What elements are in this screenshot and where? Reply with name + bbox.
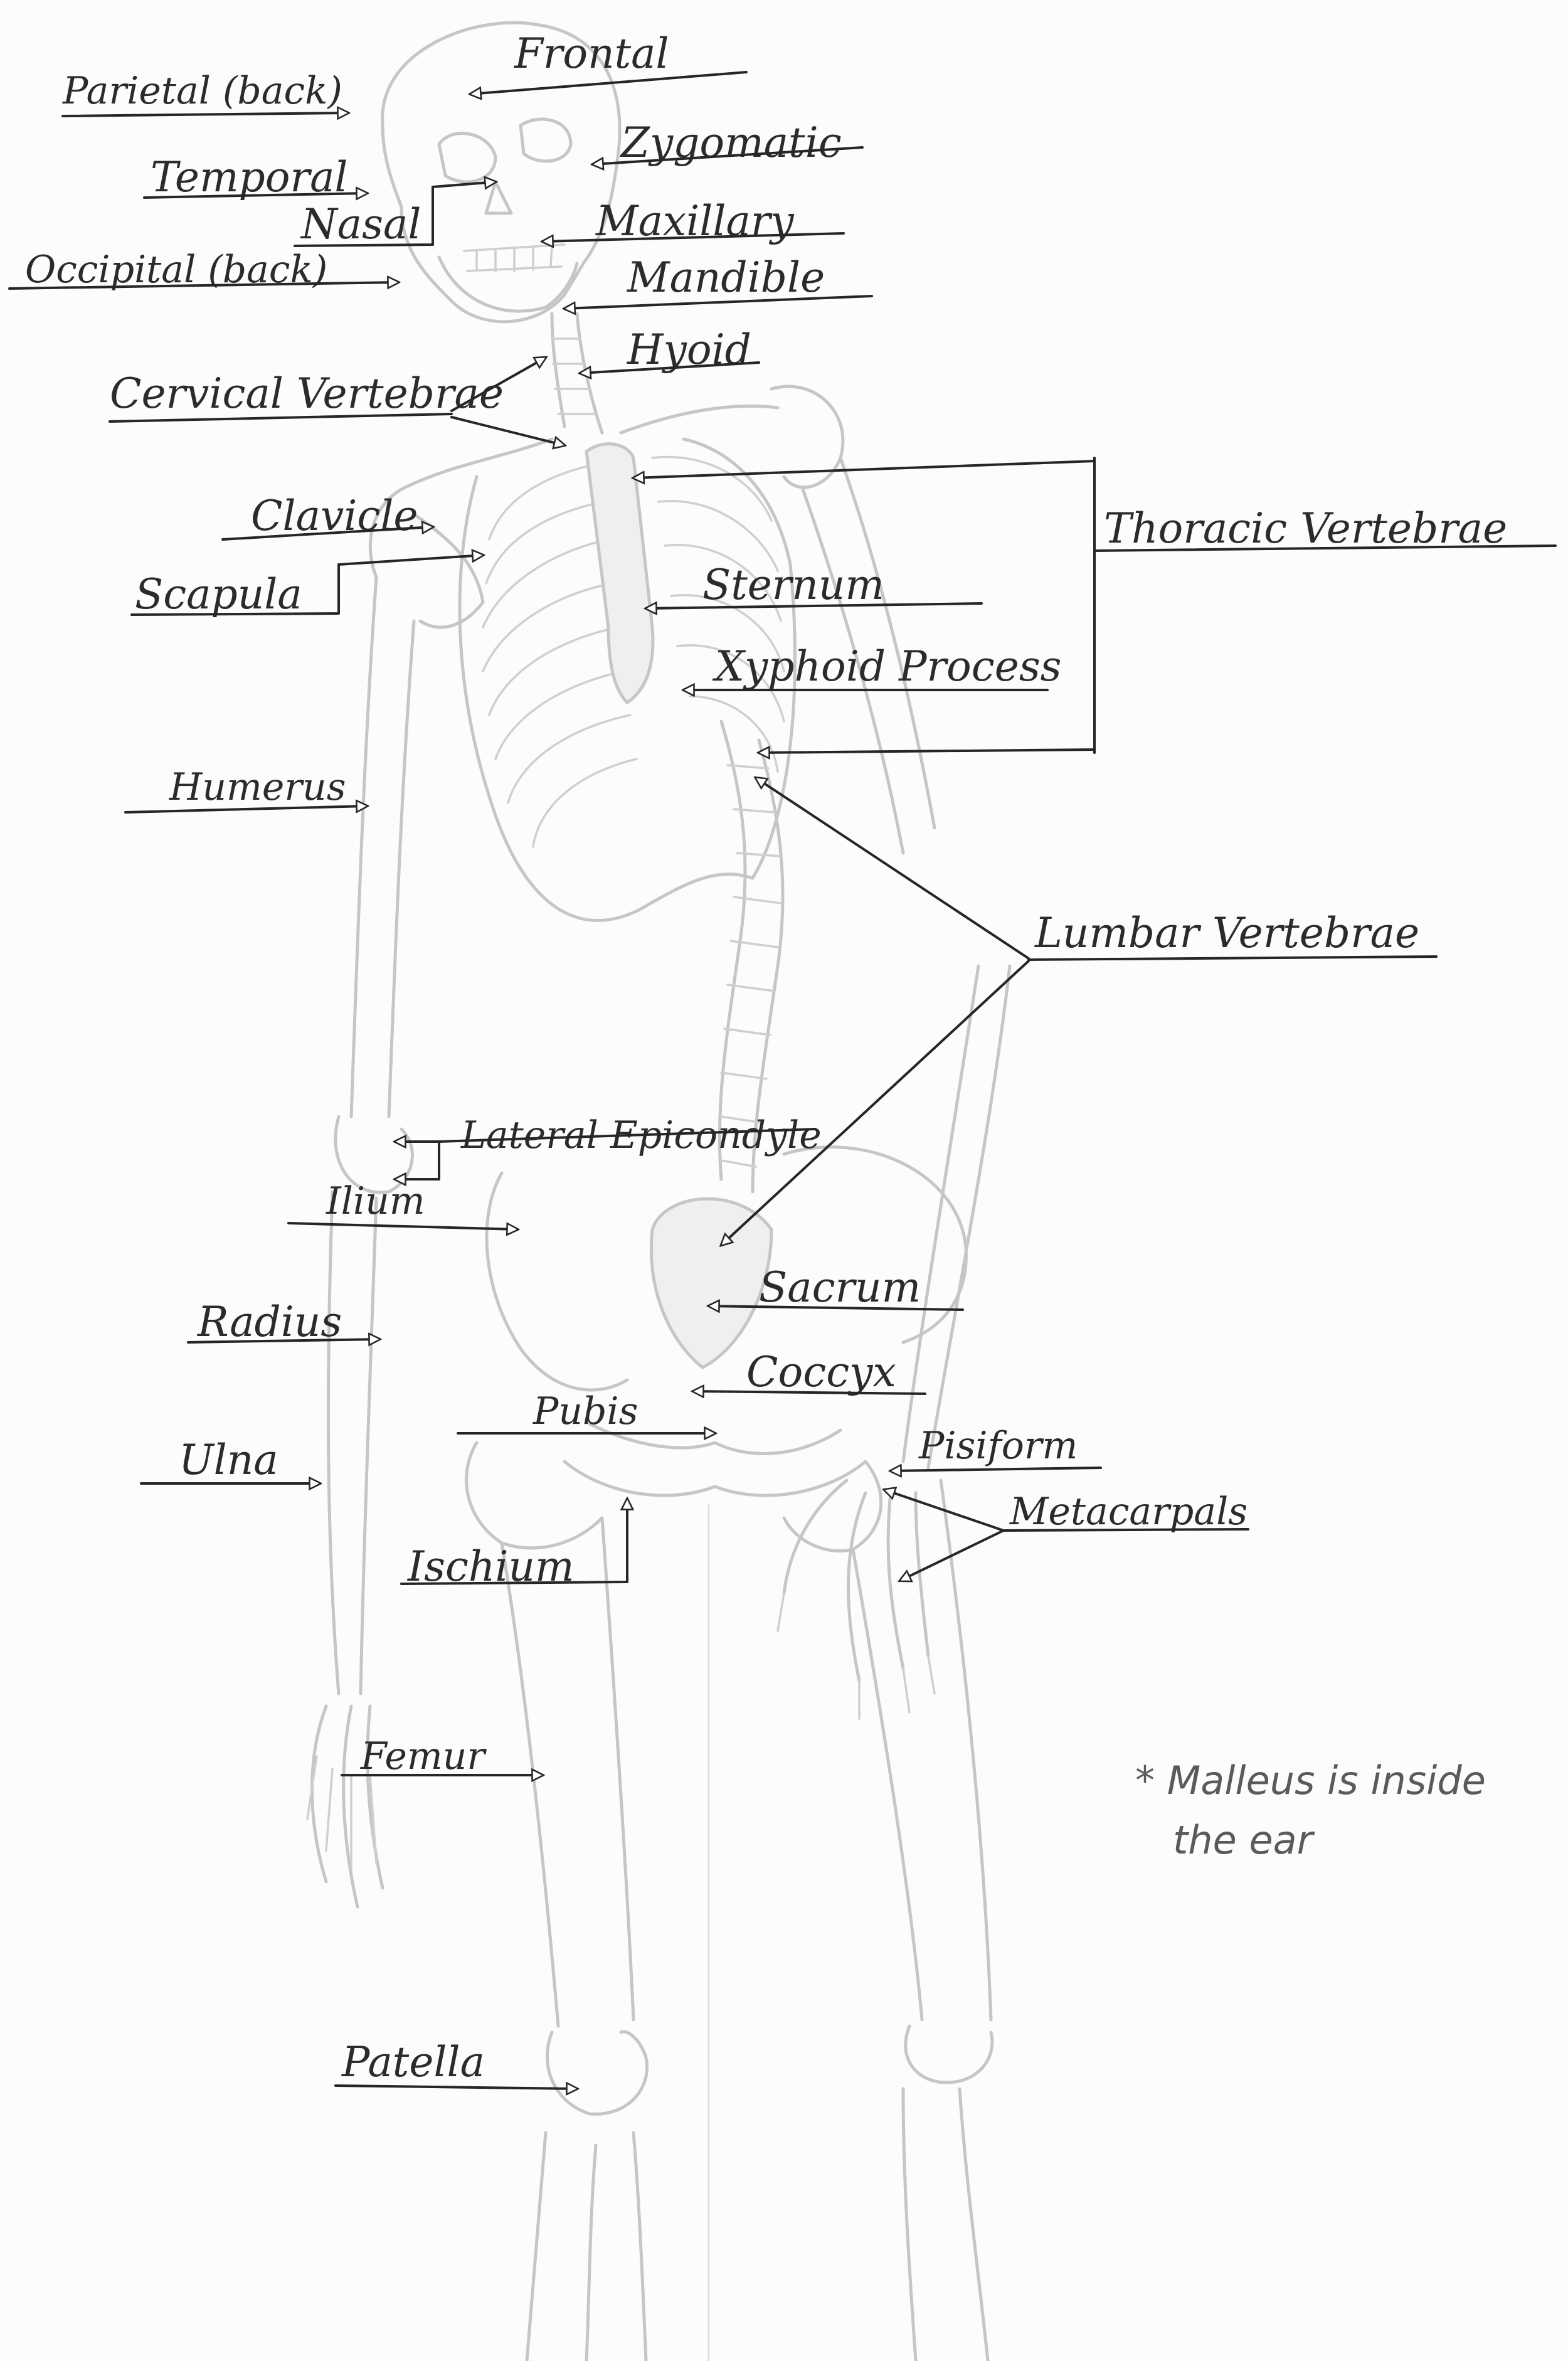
label-pisiform: Pisiform (918, 1424, 1078, 1468)
label-sacrum: Sacrum (759, 1263, 921, 1312)
label-lumbar: Lumbar Vertebrae (1034, 909, 1419, 957)
label-pubis: Pubis (532, 1389, 638, 1433)
leader-metacarpals (1004, 1529, 1248, 1531)
label-scapula: Scapula (135, 570, 302, 618)
leader-metacarpals-down (900, 1531, 1004, 1581)
label-mandible: Mandible (627, 253, 825, 302)
label-radius: Radius (197, 1298, 342, 1346)
note-malleus-line1: * Malleus is inside (1135, 1758, 1486, 1803)
label-xyphoid: Xyphoid Process (712, 642, 1062, 691)
label-ulna: Ulna (179, 1436, 278, 1484)
label-frontal: Frontal (514, 29, 669, 78)
label-patella: Patella (341, 2038, 485, 2086)
leader-thoracic-top (633, 461, 1094, 478)
leader-ilium (289, 1223, 517, 1229)
label-sternum: Sternum (702, 561, 884, 609)
label-thoracic: Thoracic Vertebrae (1104, 504, 1507, 553)
label-nasal: Nasal (300, 200, 421, 248)
label-cervical: Cervical Vertebrae (110, 369, 504, 418)
leader-lumbar-up (756, 778, 1029, 958)
label-femur: Femur (360, 1734, 487, 1778)
leader-cervical-down (452, 417, 564, 445)
leader-parietal (63, 113, 348, 116)
leader-lumbar-down (721, 961, 1029, 1245)
note-malleus-line2: the ear (1173, 1817, 1315, 1863)
label-parietal: Parietal (back) (62, 69, 342, 113)
leader-patella (336, 2086, 577, 2089)
label-humerus: Humerus (169, 765, 346, 809)
label-coccyx: Coccyx (746, 1348, 896, 1396)
leader-metacarpals-up (884, 1490, 1004, 1531)
label-ilium: Ilium (326, 1179, 425, 1223)
leader-thoracic-bottom (759, 750, 1094, 753)
label-metacarpals: Metacarpals (1009, 1490, 1248, 1534)
leader-pisiform (891, 1468, 1101, 1471)
